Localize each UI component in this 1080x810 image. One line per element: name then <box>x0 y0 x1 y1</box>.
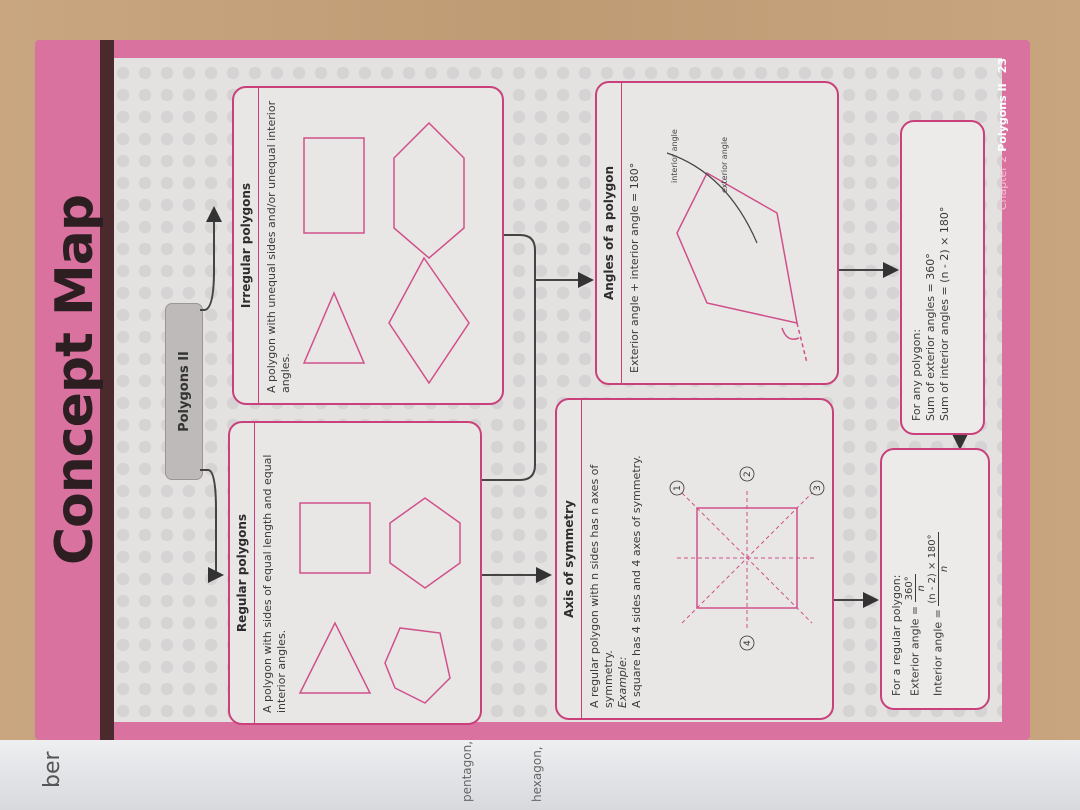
box-description: A regular polygon with n sides has n axe… <box>582 400 644 718</box>
page-footer: Chapter 2 Polygons II 23 <box>996 58 1009 290</box>
axis-label: 4 <box>743 640 753 646</box>
fraction-denominator: n <box>916 585 927 592</box>
arrow-root-to-irregular <box>200 206 222 311</box>
interior-sum: Sum of interior angles = (n - 2) × 180° <box>938 206 951 421</box>
formula-intro: For a regular polygon: <box>890 574 903 696</box>
any-polygon-box: For any polygon: Sum of exterior angles … <box>900 120 985 435</box>
interior-formula: Interior angle = (n - 2) × 180°n <box>927 462 950 696</box>
fraction-denominator: n <box>939 565 950 573</box>
box-title: Irregular polygons <box>234 88 259 403</box>
axis-label: 1 <box>673 485 683 491</box>
example-label: Example: <box>616 656 629 708</box>
symmetry-text: A regular polygon with n sides has n axe… <box>588 464 615 708</box>
footer-chapter: Chapter 2 <box>996 155 1009 211</box>
footer-section: Polygons II <box>996 83 1009 152</box>
regular-formula-box: For a regular polygon: Exterior angle = … <box>880 448 990 710</box>
axis-of-symmetry-box: Axis of symmetry A regular polygon with … <box>555 398 834 720</box>
box-title: Angles of a polygon <box>597 83 622 383</box>
formula-intro: For any polygon: <box>910 328 923 421</box>
formula-label: Interior angle = <box>931 609 945 696</box>
irregular-shapes-icon <box>302 121 470 385</box>
axis-label: 3 <box>813 485 823 491</box>
pentagon-angle-diagram: exterior angle interior angle <box>666 129 808 364</box>
fraction-numerator: 360° <box>904 574 916 603</box>
example-text: A square has 4 sides and 4 axes of symme… <box>630 455 643 708</box>
exterior-formula: Exterior angle = 360°n <box>904 462 927 696</box>
axis-label: 2 <box>743 471 753 477</box>
regular-polygons-box: Regular polygons A polygon with sides of… <box>228 421 482 725</box>
interior-angle-label: interior angle <box>670 129 679 183</box>
square-symmetry-diagram: 1 2 3 4 <box>669 466 825 651</box>
angles-of-polygon-box: Angles of a polygon Exterior angle + int… <box>595 81 839 385</box>
box-description: Exterior angle + interior angle = 180° <box>628 162 641 373</box>
irregular-polygons-box: Irregular polygons A polygon with unequa… <box>232 86 504 405</box>
box-title: Regular polygons <box>230 423 255 723</box>
exterior-angle-label: exterior angle <box>720 137 729 193</box>
formula-label: Exterior angle = <box>908 605 922 696</box>
arrow-root-to-regular <box>200 469 224 583</box>
box-description: A polygon with sides of equal length and… <box>261 454 288 713</box>
bracket-to-angles <box>480 234 536 481</box>
box-description: A polygon with unequal sides and/or uneq… <box>265 100 292 393</box>
regular-shapes-icon <box>298 497 461 704</box>
page-number: 23 <box>996 58 1009 74</box>
exterior-sum: Sum of exterior angles = 360° <box>924 253 937 421</box>
box-title: Axis of symmetry <box>557 400 582 718</box>
fraction-numerator: (n - 2) × 180° <box>927 532 939 606</box>
